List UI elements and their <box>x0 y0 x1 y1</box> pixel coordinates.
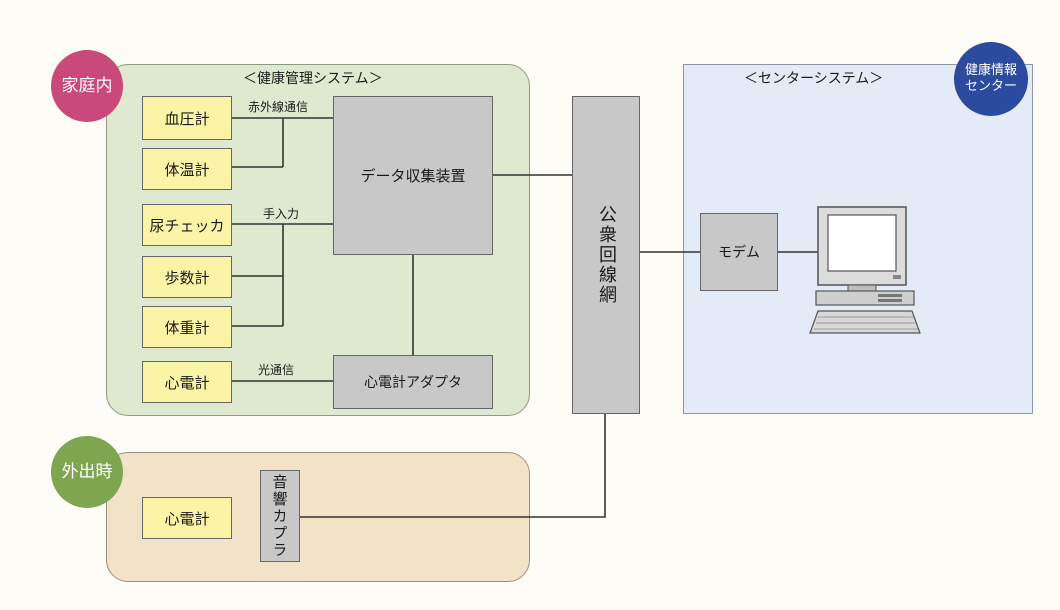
home-badge-label: 家庭内 <box>61 75 113 96</box>
thermometer: 体温計 <box>142 148 232 190</box>
outside-badge-label: 外出時 <box>61 461 113 482</box>
acoustic-coupler-label: 音響カプラ <box>270 473 289 559</box>
center-badge: 健康情報 センター <box>954 42 1028 116</box>
modem: モデム <box>700 213 778 291</box>
home-badge: 家庭内 <box>51 50 123 122</box>
optical-label: 光通信 <box>258 363 295 377</box>
infrared-label: 赤外線通信 <box>248 100 309 114</box>
center-badge-line2: センター <box>964 79 1017 94</box>
urine-checker: 尿チェッカ <box>142 204 232 246</box>
line-coupler-network <box>300 414 606 518</box>
public-line-label: 公衆回線網 <box>596 205 617 305</box>
acoustic-coupler: 音響カプラ <box>260 470 300 562</box>
ecg-adapter: 心電計アダプタ <box>333 355 493 409</box>
center-badge-line1: 健康情報 <box>964 63 1017 79</box>
data-collector: データ収集装置 <box>333 96 493 255</box>
blood-pressure-meter: 血圧計 <box>142 96 232 140</box>
ecg-home: 心電計 <box>142 361 232 403</box>
pedometer: 歩数計 <box>142 256 232 298</box>
public-line-network: 公衆回線網 <box>572 96 640 414</box>
manual-input-label: 手入力 <box>263 207 300 221</box>
center-system-title: ＜センターシステム＞ <box>744 71 884 87</box>
home-system-title: ＜健康管理システム＞ <box>243 71 383 87</box>
computer-icon <box>808 205 923 335</box>
weight-scale: 体重計 <box>142 306 232 348</box>
ecg-outside: 心電計 <box>142 497 232 539</box>
outside-badge: 外出時 <box>51 436 123 508</box>
